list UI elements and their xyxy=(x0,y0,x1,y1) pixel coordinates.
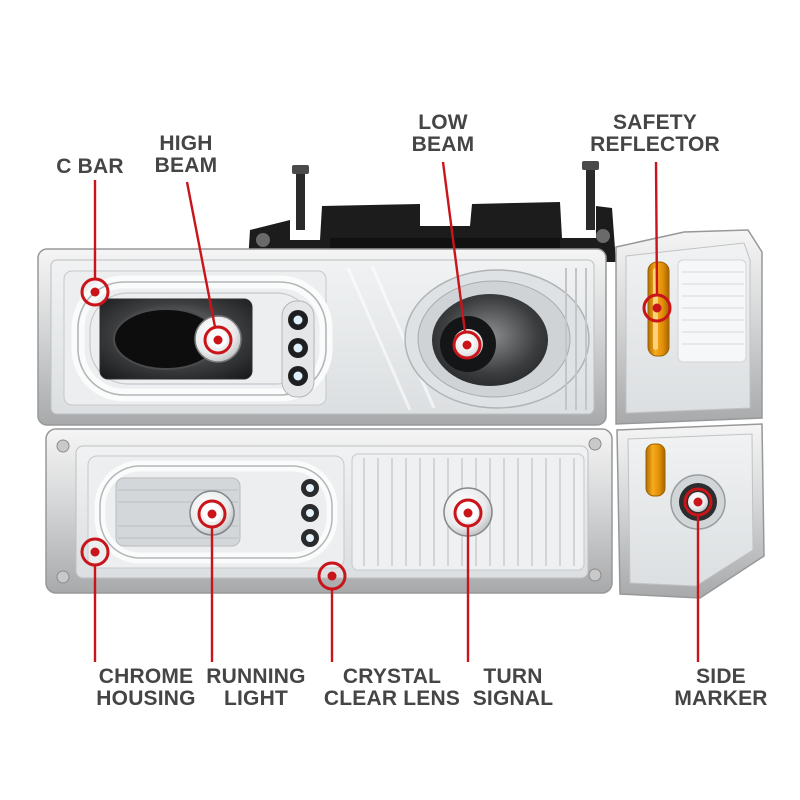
headlight-main xyxy=(37,248,607,426)
screw-icon xyxy=(588,437,602,451)
corner-lamp xyxy=(615,229,763,425)
callout-marker-turn-signal xyxy=(453,498,483,528)
lens-highlights xyxy=(346,265,436,411)
callout-label-c-bar: C BAR xyxy=(56,155,124,178)
callout-marker-low-beam xyxy=(452,330,482,360)
callout-marker-crystal-clear-lens xyxy=(317,561,347,591)
callout-marker-chrome-housing xyxy=(80,537,110,567)
screw-icon xyxy=(56,439,70,453)
leader-line-low-beam xyxy=(441,161,467,333)
callout-marker-safety-reflector xyxy=(642,293,672,323)
leader-line-safety-reflector xyxy=(654,161,659,296)
callout-label-safety-reflector: SAFETY REFLECTOR xyxy=(590,111,720,157)
callout-marker-c-bar xyxy=(80,277,110,307)
callout-label-running-light: RUNNING LIGHT xyxy=(206,665,306,711)
low-beam-reflector xyxy=(404,268,590,410)
callout-label-crystal-clear-lens: CRYSTAL CLEAR LENS xyxy=(323,665,461,711)
side-marker-reflector-strip xyxy=(645,443,666,497)
callout-marker-high-beam xyxy=(203,325,233,355)
callout-markers xyxy=(80,277,713,591)
led-strip xyxy=(281,300,315,398)
leader-line-high-beam xyxy=(185,181,217,328)
callout-label-low-beam: LOW BEAM xyxy=(411,111,475,157)
mounting-bracket xyxy=(248,161,616,262)
leader-lines xyxy=(93,161,700,662)
high-beam-reflector xyxy=(63,270,333,406)
callout-label-chrome-housing: CHROME HOUSING xyxy=(96,665,196,711)
screw-icon xyxy=(588,568,602,582)
callout-marker-running-light xyxy=(197,499,227,529)
screw-icon xyxy=(56,570,70,584)
callout-label-turn-signal: TURN SIGNAL xyxy=(472,665,554,711)
callout-label-high-beam: HIGH BEAM xyxy=(154,132,218,178)
parking-light-bar xyxy=(45,428,613,594)
callout-marker-side-marker xyxy=(683,487,713,517)
callout-label-side-marker: SIDE MARKER xyxy=(674,665,768,711)
